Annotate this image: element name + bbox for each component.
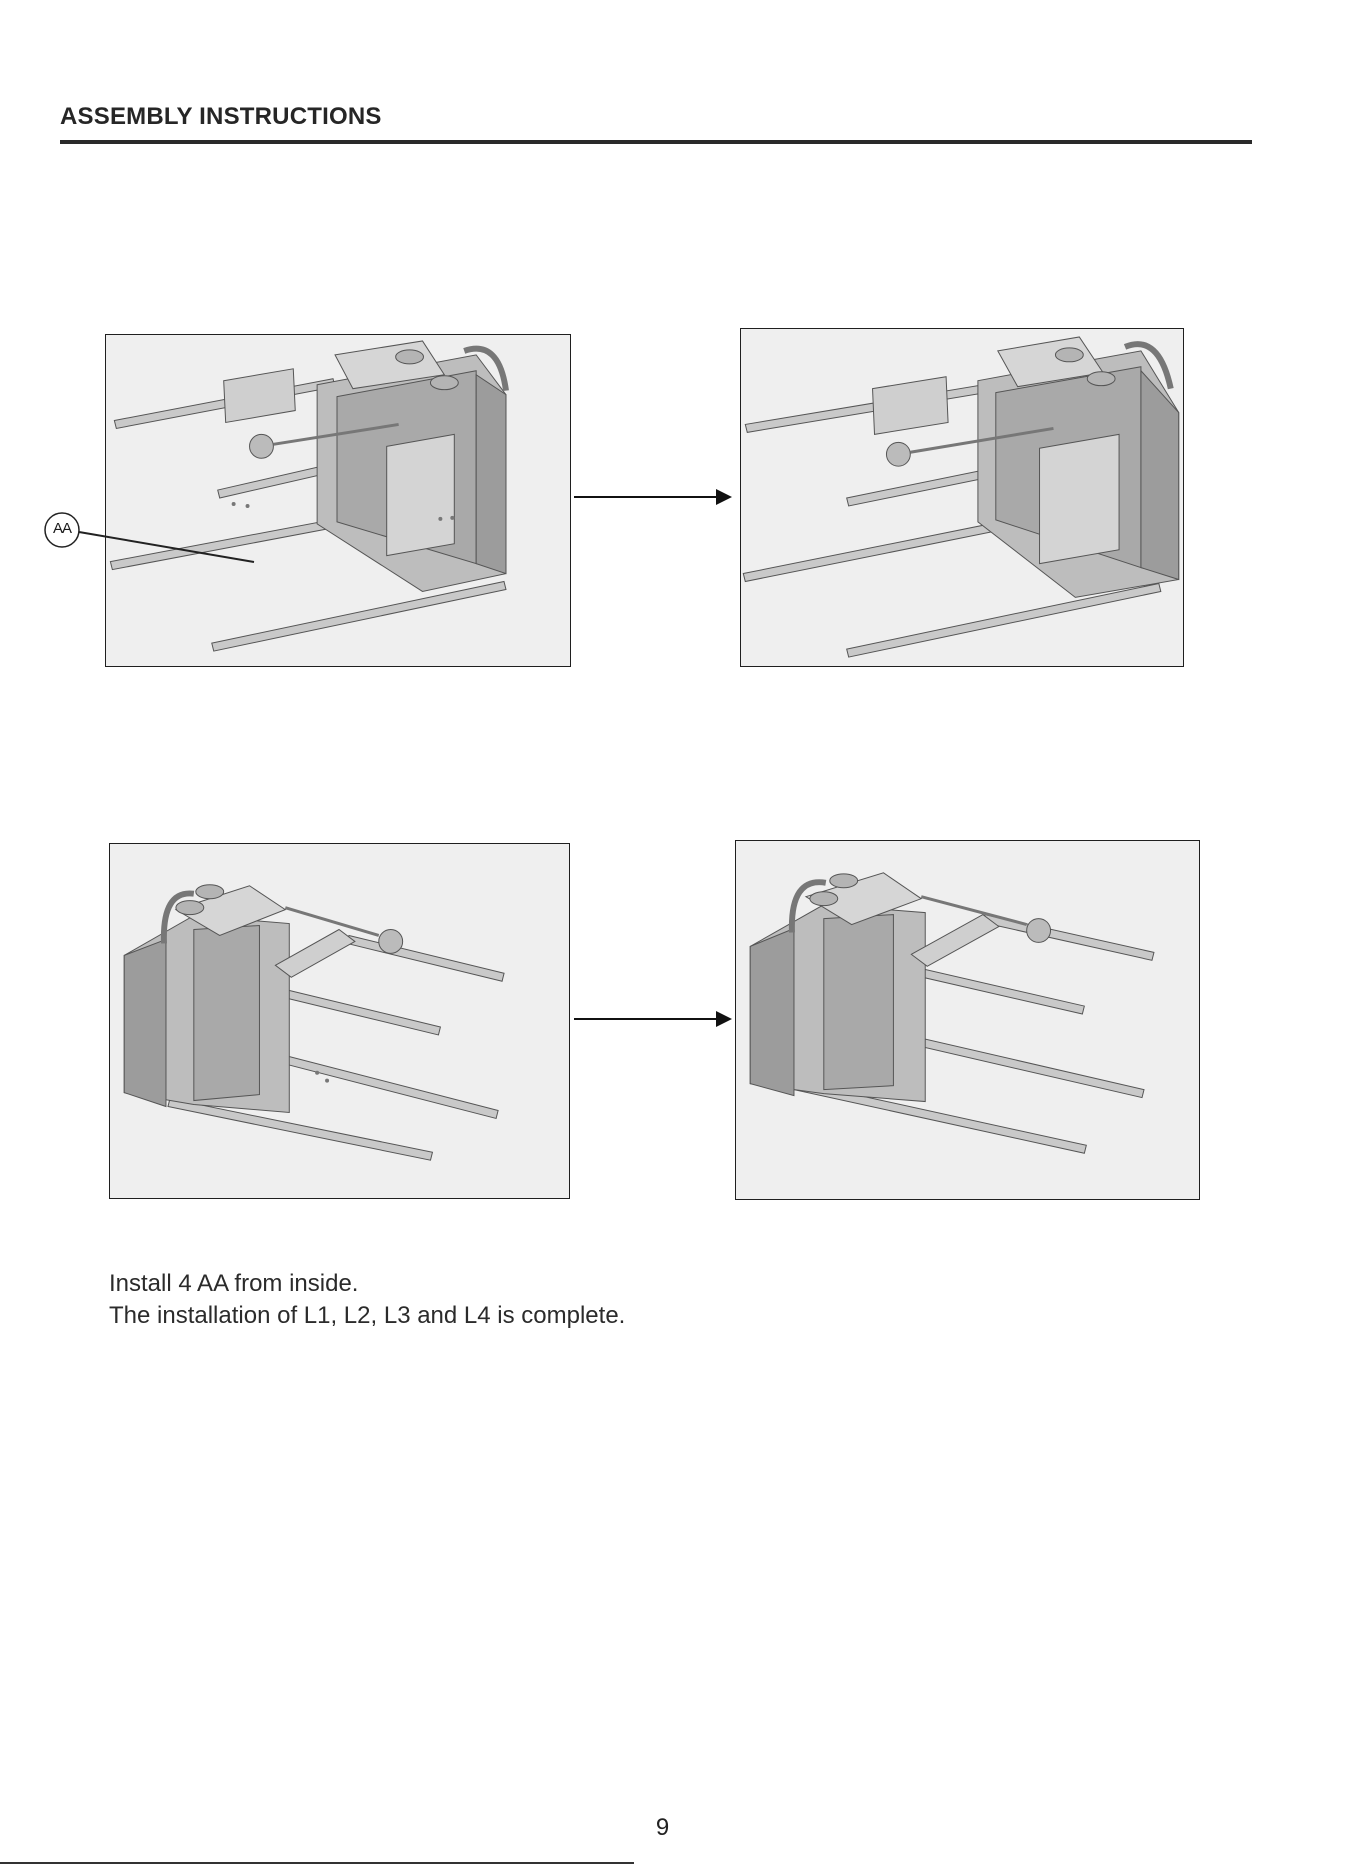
step-arrow-icon [572,1008,734,1030]
illustration-step1-before [105,334,571,667]
heater-frame-bottom-view [106,335,570,666]
instruction-line: Install 4 AA from inside. [109,1268,625,1300]
callout-leader-line [79,532,254,562]
header-divider [60,140,1252,144]
illustration-step1-after [740,328,1184,667]
heater-frame-rotated-view [110,844,569,1198]
page-number: 9 [0,1814,1325,1842]
instruction-line: The installation of L1, L2, L3 and L4 is… [109,1300,625,1332]
step-arrow-icon [572,486,734,508]
footer-divider [0,1862,634,1864]
page-title: ASSEMBLY INSTRUCTIONS [60,103,382,131]
illustration-step2-after [735,840,1200,1200]
heater-frame-rotated-view-assembled [736,841,1199,1199]
illustration-step2-before [109,843,570,1199]
callout-label: AA [48,520,76,537]
heater-frame-bottom-view-assembled [741,329,1183,666]
callout-aa [40,508,270,568]
instruction-text: Install 4 AA from inside. The installati… [109,1268,625,1332]
